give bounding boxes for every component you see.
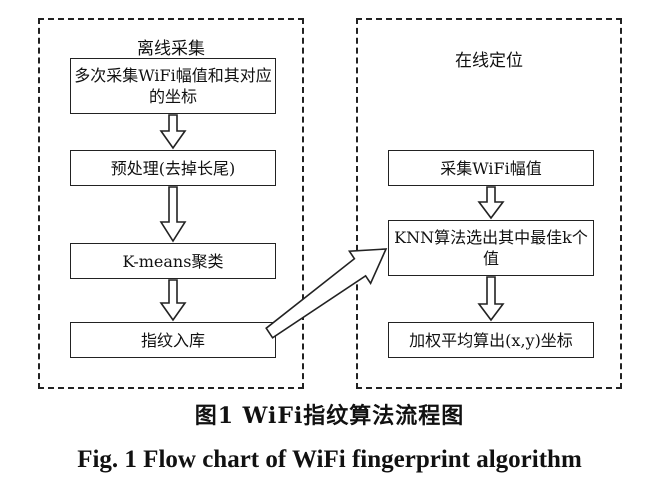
- step-label: 预处理(去掉长尾): [110, 158, 236, 178]
- down-arrow-5: [477, 276, 505, 322]
- step-label: 指纹入库: [140, 330, 205, 350]
- step-collect-amplitude-coords: 多次采集WiFi幅值和其对应的坐标: [70, 58, 276, 114]
- online-panel: [356, 18, 622, 389]
- step-label: KNN算法选出其中最佳k个值: [394, 228, 588, 268]
- down-arrow-2: [159, 186, 187, 243]
- down-arrow-1: [159, 114, 187, 150]
- offline-panel-title: 离线采集: [137, 39, 205, 59]
- down-arrow-3: [159, 279, 187, 322]
- caption-english: Fig. 1 Flow chart of WiFi fingerprint al…: [77, 446, 582, 473]
- step-kmeans: K-means聚类: [70, 243, 276, 279]
- step-knn-select: KNN算法选出其中最佳k个值: [388, 220, 594, 276]
- step-label: K-means聚类: [122, 251, 224, 271]
- down-arrow-4: [477, 186, 505, 220]
- step-label: 多次采集WiFi幅值和其对应的坐标: [74, 66, 272, 106]
- step-weighted-average: 加权平均算出(x,y)坐标: [388, 322, 594, 358]
- step-collect-amplitude: 采集WiFi幅值: [388, 150, 594, 186]
- step-fingerprint-db: 指纹入库: [70, 322, 276, 358]
- online-panel-title: 在线定位: [455, 51, 523, 71]
- offline-panel: [38, 18, 304, 389]
- caption-chinese: 图1 WiFi指纹算法流程图: [194, 403, 465, 429]
- diagonal-arrow: [265, 248, 388, 339]
- step-preprocess: 预处理(去掉长尾): [70, 150, 276, 186]
- step-label: 采集WiFi幅值: [440, 158, 542, 178]
- step-label: 加权平均算出(x,y)坐标: [409, 330, 573, 350]
